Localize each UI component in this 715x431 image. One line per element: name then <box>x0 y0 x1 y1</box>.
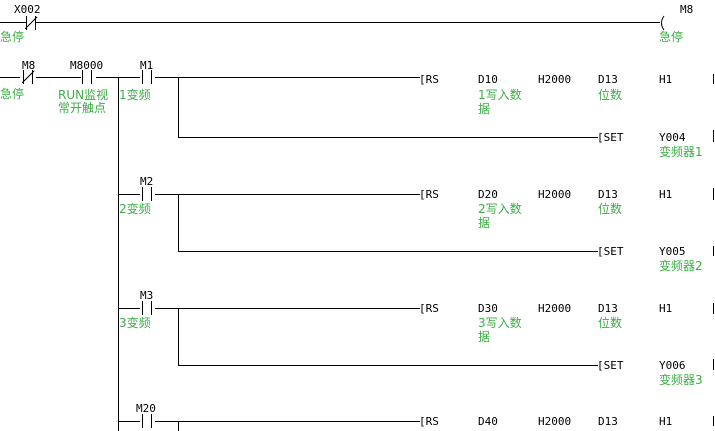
set1-instruction[interactable]: [SET <box>597 131 624 144</box>
rs3-instruction[interactable]: [RS <box>419 302 439 315</box>
m8-contact-device-label: M8 <box>22 59 36 72</box>
rs2-addr-operand: H2000 <box>538 188 572 201</box>
rs4-ch-operand: H1 <box>659 415 673 428</box>
rs2-instruction[interactable]: [RS <box>419 188 439 201</box>
m20-contact-no-icon[interactable] <box>138 414 156 428</box>
rs3-src-comment-line1: 3写入数 <box>478 316 522 330</box>
rs2-src-comment-line1: 2写入数 <box>478 202 522 216</box>
m2-device-label: M2 <box>140 175 154 188</box>
m8000-contact-no-icon[interactable] <box>78 70 96 84</box>
m2-comment: 2变频 <box>119 202 151 216</box>
rs1-src-comment-line2: 据 <box>478 102 491 116</box>
rs3-count-comment: 位数 <box>598 316 623 330</box>
rs4-addr-operand: H2000 <box>538 415 572 428</box>
m8-contact-nc-icon[interactable] <box>18 70 36 84</box>
rs3-src-comment-line2: 据 <box>478 330 491 344</box>
rs4-instruction[interactable]: [RS <box>419 415 439 428</box>
x002-comment: 急停 <box>0 30 25 44</box>
m8-coil-comment: 急停 <box>659 30 684 44</box>
rs1-ch-operand: H1 <box>659 73 673 86</box>
rs1-src-comment-line1: 1写入数 <box>478 88 522 102</box>
set1-device-comment: 变频器1 <box>659 145 703 159</box>
rs4-src-operand: D40 <box>478 415 498 428</box>
rs2-count-operand: D13 <box>598 188 618 201</box>
m8-coil-icon[interactable] <box>656 14 715 32</box>
set3-device: Y006 <box>659 359 686 372</box>
m1-contact-no-icon[interactable] <box>138 70 156 84</box>
set2-instruction[interactable]: [SET <box>597 245 624 258</box>
rs4-count-operand: D13 <box>598 415 618 428</box>
rs1-src-operand: D10 <box>478 73 498 86</box>
m20-device-label: M20 <box>136 402 156 415</box>
rs3-count-operand: D13 <box>598 302 618 315</box>
m8-coil-device-label: M8 <box>680 3 694 16</box>
rs3-ch-operand: H1 <box>659 302 673 315</box>
m2-contact-no-icon[interactable] <box>138 187 156 201</box>
set1-device: Y004 <box>659 131 686 144</box>
m3-contact-no-icon[interactable] <box>138 301 156 315</box>
rs2-count-comment: 位数 <box>598 202 623 216</box>
m8000-comment-line1: RUN监视 <box>58 88 109 102</box>
set2-device: Y005 <box>659 245 686 258</box>
m1-device-label: M1 <box>140 59 154 72</box>
rs2-src-operand: D20 <box>478 188 498 201</box>
m8-contact-comment: 急停 <box>0 87 25 101</box>
rs3-src-operand: D30 <box>478 302 498 315</box>
m1-comment: 1变频 <box>119 88 151 102</box>
m3-device-label: M3 <box>140 289 154 302</box>
rs1-count-comment: 位数 <box>598 88 623 102</box>
set2-device-comment: 变频器2 <box>659 259 703 273</box>
rs2-ch-operand: H1 <box>659 188 673 201</box>
x002-device-label: X002 <box>14 3 41 16</box>
rs2-src-comment-line2: 据 <box>478 216 491 230</box>
m8000-comment-line2: 常开触点 <box>58 101 107 115</box>
rs3-addr-operand: H2000 <box>538 302 572 315</box>
rs1-instruction[interactable]: [RS <box>419 73 439 86</box>
set3-instruction[interactable]: [SET <box>597 359 624 372</box>
x002-contact-nc-icon[interactable] <box>21 16 39 30</box>
m3-comment: 3变频 <box>119 316 151 330</box>
set3-device-comment: 变频器3 <box>659 373 703 387</box>
rs1-count-operand: D13 <box>598 73 618 86</box>
m8000-device-label: M8000 <box>70 59 104 72</box>
rs1-addr-operand: H2000 <box>538 73 572 86</box>
